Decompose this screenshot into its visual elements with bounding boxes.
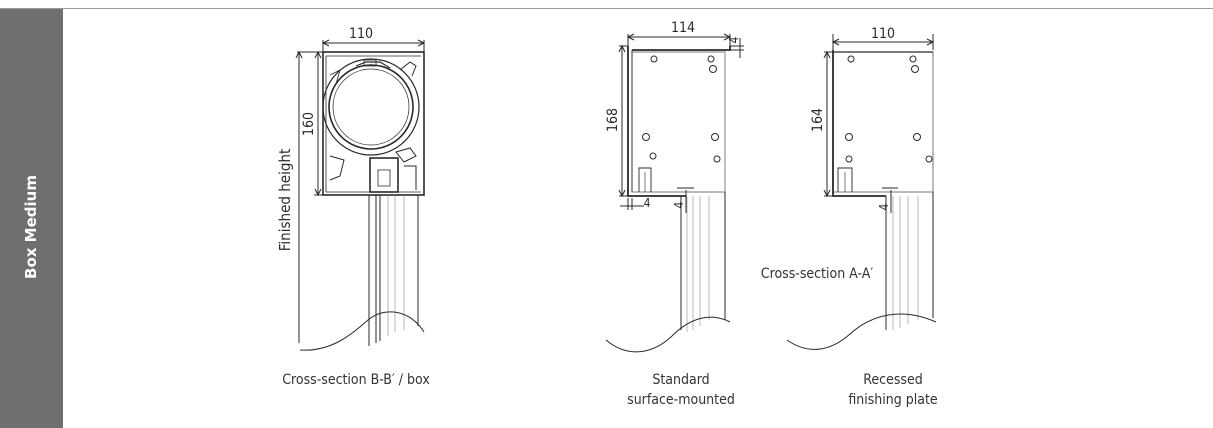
caption-box-section: Cross-section B-B′ / box xyxy=(282,372,430,388)
caption-standard-line1: Standard xyxy=(652,372,709,388)
finished-height-label: Finished height xyxy=(276,149,294,252)
section-label-a: Cross-section A-A′ xyxy=(761,266,874,282)
dim-width-standard: 114 xyxy=(671,20,695,36)
caption-recessed-line2: finishing plate xyxy=(848,392,938,408)
dim-top-offset-standard: 4 xyxy=(727,36,741,43)
dim-width-recessed: 110 xyxy=(871,26,895,42)
dim-height-recessed: 164 xyxy=(810,108,826,132)
dim-bottom-offset-recessed: 4 xyxy=(877,203,891,210)
caption-recessed-line1: Recessed xyxy=(863,372,922,388)
caption-standard-line2: surface-mounted xyxy=(627,392,735,408)
dim-height-box: 160 xyxy=(301,112,317,136)
drawing-standard xyxy=(605,33,744,353)
dim-bottom-left-offset-standard: 4 xyxy=(644,196,651,210)
drawing-recessed xyxy=(786,34,937,350)
dim-width-box: 110 xyxy=(349,26,373,42)
top-divider xyxy=(0,8,1213,9)
dim-height-standard: 168 xyxy=(605,108,621,132)
dim-bottom-offset-standard: 4 xyxy=(672,201,686,208)
drawing-box-section xyxy=(295,39,426,351)
sidebar-panel: Box Medium xyxy=(0,9,63,428)
